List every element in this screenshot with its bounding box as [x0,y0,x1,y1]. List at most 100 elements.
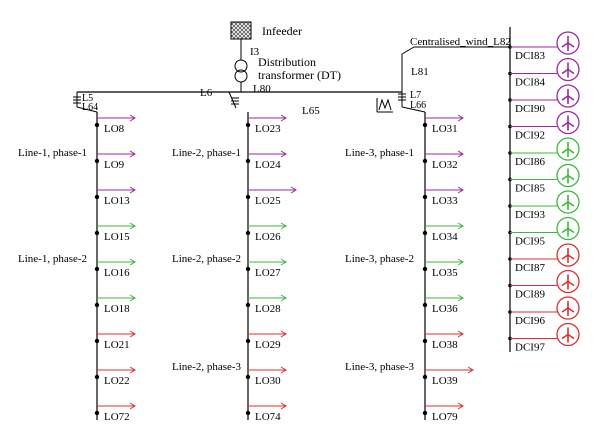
generator-label: DCI90 [515,103,545,115]
load-lo21: LO21 [94,330,136,351]
transformer-label-line1: Distribution [258,55,316,69]
wind-turbine-icon [556,190,580,214]
wind-turbine-icon [556,110,580,135]
load-arrow-head [129,294,136,302]
turbine-blades [561,221,575,237]
load-lo9: LO9 [94,150,136,171]
turbine-blades [561,36,575,51]
load-arrow-head [457,186,464,194]
load-label: LO29 [255,339,281,351]
load-lo23: LO23 [245,114,287,135]
centralised-wind-link [401,46,415,55]
load-label: LO27 [255,267,281,279]
load-arrow-head [129,150,136,158]
load-arrow-head [280,258,287,266]
load-label: LO39 [432,375,458,387]
load-arrow-head [280,402,287,410]
generator-label: DCI86 [515,156,545,168]
l6-breaker-icon [228,91,239,109]
load-arrow-head [457,150,464,158]
load-lo72: LO72 [94,402,136,423]
load-arrow-head [457,402,464,410]
generator-label: DCI97 [515,342,545,354]
generator-label: DCI84 [515,77,545,89]
load-arrow-head [457,294,464,302]
load-node [422,266,428,272]
generator-dci93: DCI93 [508,190,580,221]
load-lo33: LO33 [422,186,464,207]
load-arrow-head [129,402,136,410]
l81-label: L81 [411,66,429,78]
phase-label: Line-3, phase-2 [345,253,414,265]
load-lo8: LO8 [94,114,136,135]
l6-label: L6 [200,87,213,99]
wind-turbine-icon [556,57,580,82]
generator-label: DCI89 [515,289,545,301]
turbine-blades [561,89,575,104]
l66-label: L66 [410,100,426,111]
load-lo38: LO38 [422,330,464,351]
l66-link [401,106,426,113]
load-label: LO38 [432,339,458,351]
load-label: LO22 [104,375,130,387]
load-label: LO34 [432,231,458,243]
load-lo24: LO24 [245,150,287,171]
load-node [94,338,100,344]
load-lo18: LO18 [94,294,136,315]
wind-turbine-icon [556,269,580,294]
phase-label: Line-1, phase-2 [18,253,87,265]
load-node [94,410,100,416]
turbine-blades [561,168,575,184]
turbine-blades [561,274,575,290]
phase-label: Line-3, phase-1 [345,147,414,159]
wind-turbine-icon [556,84,580,108]
wind-turbine-icon [556,137,580,161]
load-node [94,194,100,200]
generator-label: DCI83 [515,50,545,62]
load-node [422,194,428,200]
generator-label: DCI92 [515,130,545,142]
load-lo34: LO34 [422,222,464,243]
wind-turbine-icon [556,31,580,55]
load-label: LO13 [104,195,130,207]
generator-dci95: DCI95 [508,216,580,248]
load-lo29: LO29 [245,330,287,351]
load-label: LO21 [104,339,130,351]
load-lo26: LO26 [245,222,287,243]
load-lo30: LO30 [245,366,287,387]
generator-dci84: DCI84 [508,57,580,89]
load-node [245,266,251,272]
l5-breaker-icon [73,96,81,104]
load-arrow-head [280,366,287,374]
load-node [245,302,251,308]
load-node [94,230,100,236]
l5-label: L5 [82,93,93,104]
l64-link [76,106,98,113]
load-arrow-head [129,114,136,122]
load-lo31: LO31 [422,114,464,135]
load-node [245,374,251,380]
transformer-icon [234,59,248,83]
load-lo36: LO36 [422,294,464,315]
load-arrow-head [280,222,287,230]
turbine-blades [561,248,575,263]
load-node [422,230,428,236]
load-feeders: LO8LO9LO13LO15LO16LO18LO21LO22LO72Line-1… [18,112,474,423]
generator-label: DCI93 [515,209,545,221]
load-node [245,338,251,344]
turbine-blades [561,142,575,157]
load-lo32: LO32 [422,150,464,171]
turbine-blades [561,301,575,316]
load-node [245,194,251,200]
generator-dci96: DCI96 [508,296,580,327]
load-node [245,410,251,416]
wind-turbine-icon [556,296,580,320]
load-lo27: LO27 [245,258,287,279]
turbine-blades [561,115,575,131]
transformer-label-line2: transformer (DT) [258,68,341,82]
generator-dci89: DCI89 [508,269,580,301]
load-label: LO25 [255,195,281,207]
load-node [422,122,428,128]
wind-turbine-icon [556,243,580,267]
